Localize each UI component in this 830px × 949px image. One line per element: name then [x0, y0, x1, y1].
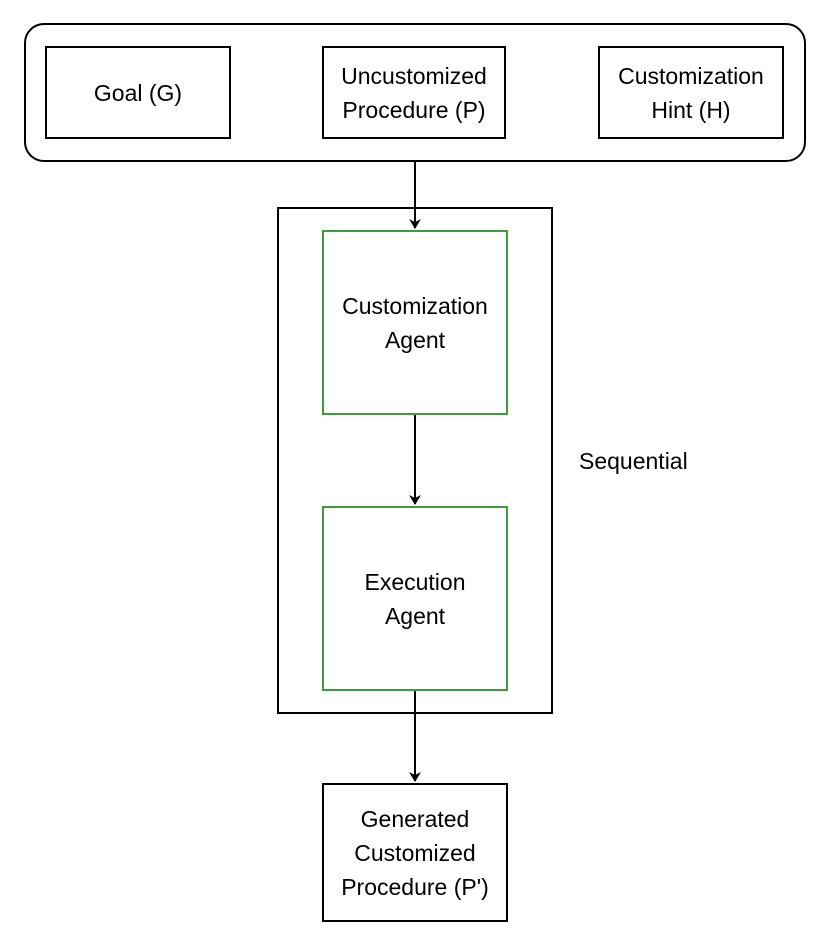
uncustomized-procedure-box: Uncustomized Procedure (P) — [322, 46, 506, 139]
goal-label: Goal (G) — [93, 79, 183, 106]
input-group-container — [24, 23, 806, 162]
customization-hint-box: Customization Hint (H) — [598, 46, 784, 139]
execution-agent-label-line1: Execution — [364, 568, 466, 595]
customization-hint-label-line1: Customization — [618, 62, 764, 89]
generated-procedure-label-line1: Generated — [360, 805, 470, 832]
sequential-label: Sequential — [579, 448, 688, 474]
execution-agent-label-line2: Agent — [384, 602, 446, 629]
generated-procedure-box: Generated Customized Procedure (P') — [322, 783, 508, 922]
uncustomized-procedure-label-line2: Procedure (P) — [342, 96, 486, 123]
generated-procedure-label-line2: Customized — [354, 839, 476, 866]
execution-agent-box: Execution Agent — [322, 506, 508, 691]
customization-agent-label-line2: Agent — [384, 326, 446, 353]
uncustomized-procedure-label-line1: Uncustomized — [341, 62, 487, 89]
generated-procedure-label-line3: Procedure (P') — [341, 873, 489, 900]
customization-agent-box: Customization Agent — [322, 230, 508, 415]
customization-agent-label-line1: Customization — [342, 292, 488, 319]
goal-box: Goal (G) — [45, 46, 231, 139]
customization-hint-label-line2: Hint (H) — [651, 96, 731, 123]
